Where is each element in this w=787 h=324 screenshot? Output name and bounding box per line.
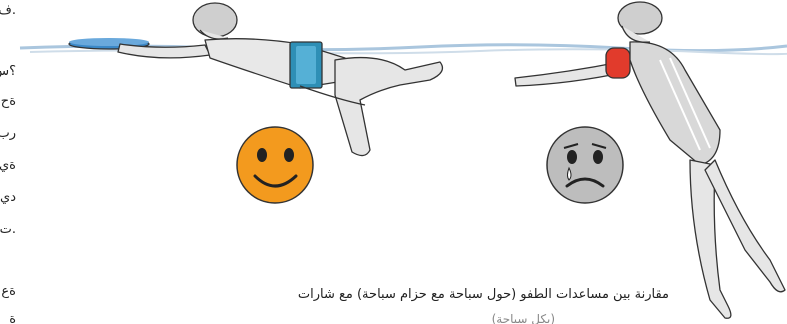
sad-crying-face-icon bbox=[547, 127, 623, 203]
armband bbox=[606, 48, 630, 78]
figure-caption: مقارنة بين مساعدات الطفو (حول سباحة مع ح… bbox=[298, 286, 669, 304]
swim-cap bbox=[193, 3, 237, 37]
happy-face-icon bbox=[237, 127, 313, 203]
figure-caption-continued: (بكل سباحة) bbox=[492, 312, 555, 324]
